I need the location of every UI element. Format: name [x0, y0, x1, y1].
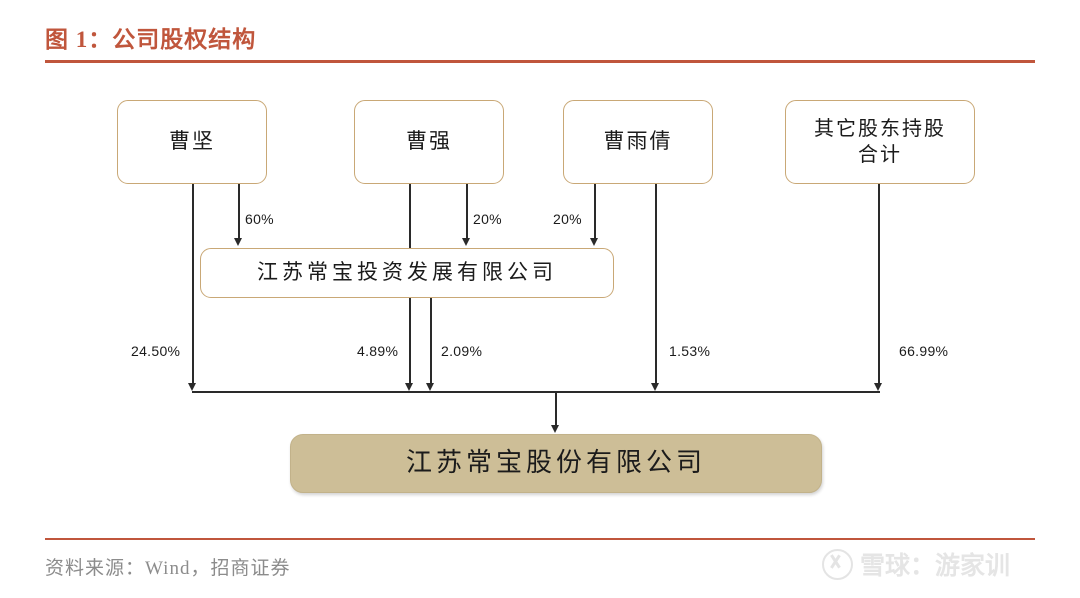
watermark-text: 雪球：游家训	[860, 551, 1011, 580]
edge-label-20-b: 20%	[553, 211, 582, 227]
node-cao-qiang[interactable]: 曹强	[354, 100, 504, 184]
node-cao-yuqian-label: 曹雨倩	[603, 129, 673, 154]
watermark: 雪球：游家训	[822, 546, 1010, 582]
node-cao-jian-label: 曹坚	[169, 129, 215, 154]
node-other-shareholders-label-line1: 其它股东持股	[814, 117, 946, 140]
source-note: 资料来源：Wind，招商证券	[45, 558, 291, 579]
edge-label-2-09: 2.09%	[441, 343, 483, 359]
edge-cao-qiang-to-listed-arrow	[405, 383, 413, 391]
node-investment-company[interactable]: 江苏常宝投资发展有限公司	[200, 248, 614, 298]
edge-cao-jian-to-invest-arrow	[234, 238, 242, 246]
node-other-shareholders-label-line2: 合计	[858, 144, 902, 166]
footer-divider	[45, 538, 1035, 540]
edge-others-to-listed-arrow	[874, 383, 882, 391]
node-cao-yuqian[interactable]: 曹雨倩	[563, 100, 713, 184]
edge-label-24-50: 24.50%	[131, 343, 181, 359]
edge-cao-yuqian-to-listed-line	[655, 184, 657, 384]
edge-cao-yuqian-to-listed-arrow	[651, 383, 659, 391]
edge-cao-qiang-to-invest-line	[466, 184, 468, 239]
edge-cao-jian-to-listed-arrow	[188, 383, 196, 391]
edge-collector-to-listed-line	[555, 391, 557, 427]
edge-label-1-53: 1.53%	[669, 343, 711, 359]
node-listed-company-label: 江苏常宝股份有限公司	[405, 448, 706, 478]
edge-label-4-89: 4.89%	[357, 343, 399, 359]
title-divider	[45, 60, 1035, 63]
edge-label-60: 60%	[245, 211, 274, 227]
xueqiu-logo-icon	[822, 548, 853, 580]
edge-invest-to-listed-line	[430, 298, 432, 384]
edge-cao-yuqian-to-invest-line	[594, 184, 596, 239]
edge-invest-to-listed-arrow	[426, 383, 434, 391]
edge-cao-jian-to-listed-line	[192, 184, 194, 384]
collector-bar	[192, 391, 880, 393]
edge-label-20-a: 20%	[473, 211, 502, 227]
page-title: 图 1：公司股权结构	[45, 27, 257, 52]
edge-cao-jian-to-invest-line	[238, 184, 240, 239]
edge-cao-yuqian-to-invest-arrow	[590, 238, 598, 246]
edge-label-66-99: 66.99%	[899, 343, 949, 359]
node-listed-company[interactable]: 江苏常宝股份有限公司	[290, 434, 822, 493]
node-investment-company-label: 江苏常宝投资发展有限公司	[257, 260, 557, 285]
edge-collector-to-listed-arrow	[551, 425, 559, 433]
edge-others-to-listed-line	[878, 184, 880, 384]
node-cao-qiang-label: 曹强	[406, 129, 452, 154]
node-other-shareholders[interactable]: 其它股东持股 合计	[785, 100, 975, 184]
edge-cao-qiang-to-invest-arrow	[462, 238, 470, 246]
node-cao-jian[interactable]: 曹坚	[117, 100, 267, 184]
